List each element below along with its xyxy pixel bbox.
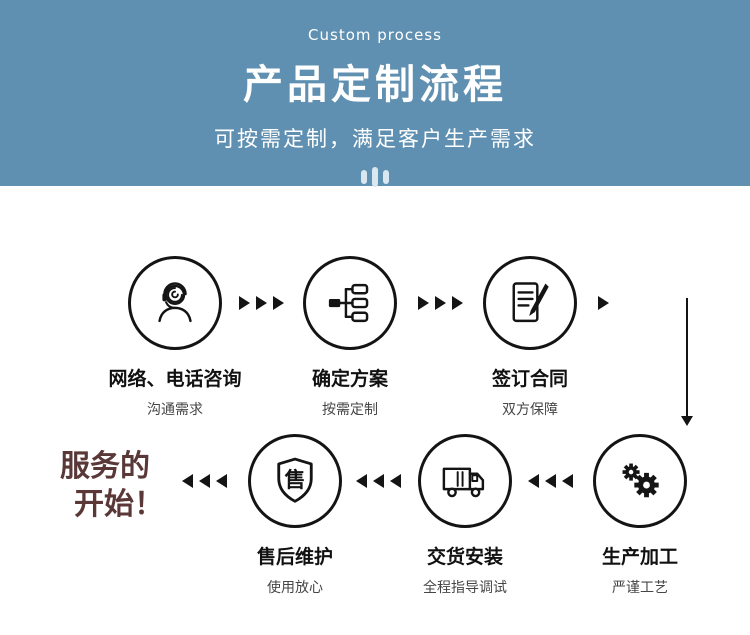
gears-icon [622,463,659,498]
step-sublabel: 双方保障 [502,402,558,418]
right-triangle-icon [598,296,609,310]
step-sublabel: 按需定制 [322,402,378,418]
step-circle [483,256,577,350]
contract-pen-icon [512,282,549,323]
right-triangle-icon [273,296,284,310]
service-start-text: 服务的 开始！ [60,448,164,524]
right-triangle-icon [239,296,250,310]
step-label: 签订合同 [491,368,568,390]
bar-middle [372,167,378,187]
page-subtitle: 可按需定制，满足客户生产需求 [214,127,536,151]
left-triangle-icon [545,474,556,488]
step-sublabel: 沟通需求 [147,402,203,418]
shield-badge-text: 售 [284,468,306,493]
step-label: 生产加工 [601,546,678,568]
step-aftersale: 售 售后维护 使用放心 [205,434,385,597]
eyebrow-text: Custom process [308,26,442,44]
step-delivery: 交货安装 全程指导调试 [375,434,555,597]
down-arrow-line [685,298,689,416]
left-triangle-icon [356,474,367,488]
arrow-left-group [356,474,401,488]
step-sublabel: 全程指导调试 [423,580,507,596]
service-start-line1: 服务的 [60,449,150,484]
truck-icon [442,467,485,498]
step-plan: 确定方案 按需定制 [260,256,440,419]
bar-right [383,170,389,184]
right-triangle-icon [256,296,267,310]
arrow-right-single [598,296,609,310]
step-label: 售后维护 [256,546,333,568]
step-sublabel: 严谨工艺 [612,580,668,596]
arrow-right-group [418,296,463,310]
down-arrow-head-icon [681,416,693,426]
headset-person-icon [158,282,192,323]
service-start-line2: 开始！ [74,487,164,522]
arrow-left-group [528,474,573,488]
right-triangle-icon [452,296,463,310]
left-triangle-icon [562,474,573,488]
step-circle [418,434,512,528]
bar-left [361,170,367,184]
step-circle [303,256,397,350]
left-triangle-icon [390,474,401,488]
left-triangle-icon [199,474,210,488]
right-triangle-icon [435,296,446,310]
flowchart-icon [328,283,369,323]
arrow-right-group [239,296,284,310]
left-triangle-icon [216,474,227,488]
left-triangle-icon [182,474,193,488]
page-title: 产品定制流程 [243,62,507,108]
arrow-left-group [182,474,227,488]
step-label: 确定方案 [311,368,388,390]
step-consult: 网络、电话咨询 沟通需求 [85,256,265,419]
step-label: 交货安装 [426,546,503,568]
step-sublabel: 使用放心 [267,580,323,596]
hero-banner: Custom process 产品定制流程 可按需定制，满足客户生产需求 [0,0,750,188]
step-circle: 售 [248,434,342,528]
decorative-bars-icon [0,166,750,188]
step-label: 网络、电话咨询 [108,368,242,390]
step-contract: 签订合同 双方保障 [440,256,620,419]
left-triangle-icon [528,474,539,488]
step-production: 生产加工 严谨工艺 [550,434,730,597]
down-arrow [680,298,694,426]
shield-icon [277,457,313,503]
step-circle [593,434,687,528]
step-circle [128,256,222,350]
left-triangle-icon [373,474,384,488]
right-triangle-icon [418,296,429,310]
